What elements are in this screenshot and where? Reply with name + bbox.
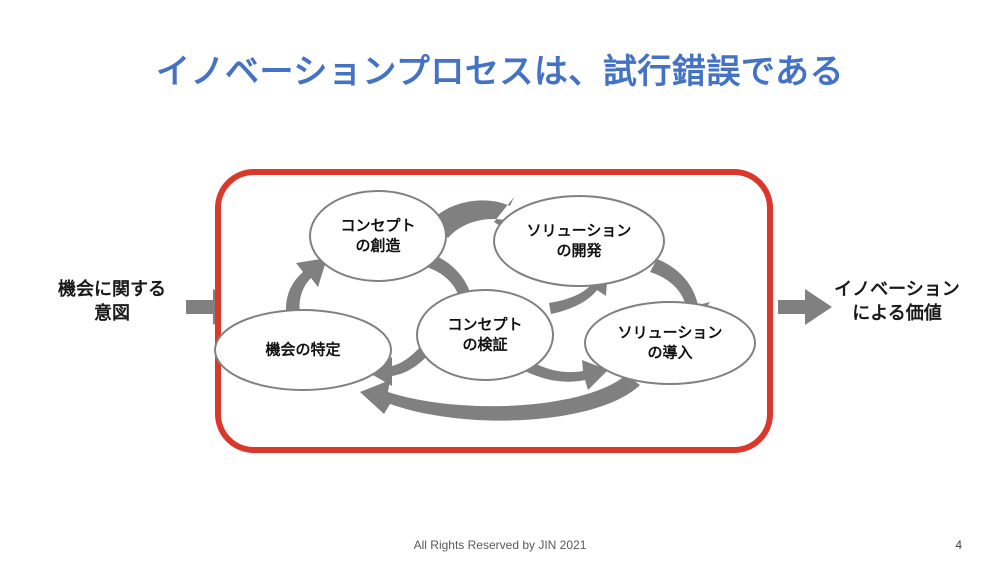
arrow-create-to-validate xyxy=(426,255,484,322)
page-title: イノベーションプロセスは、試行錯誤である xyxy=(156,53,844,91)
page-number: 4 xyxy=(955,538,962,552)
node-line-1: コンセプト xyxy=(447,316,523,334)
node-label-concept-creation: コンセプト の創造 xyxy=(340,217,415,256)
arrow-feedback-loop xyxy=(360,375,640,421)
node-line-2: の開発 xyxy=(556,242,602,259)
node-line-1: ソリューション xyxy=(617,324,723,342)
node-label-solution-development: ソリューション の開発 xyxy=(527,222,632,261)
node-line-2: の創造 xyxy=(355,237,401,254)
output-label-line-2: による価値 xyxy=(852,303,942,324)
node-line-2: の検証 xyxy=(462,336,508,353)
arrow-validate-to-implement xyxy=(525,360,608,390)
arrow-validate-to-identify xyxy=(366,347,428,386)
node-label-solution-implementation: ソリューション の導入 xyxy=(618,324,723,363)
input-label-line-2: 意図 xyxy=(94,303,130,324)
node-line-1: 機会の特定 xyxy=(265,341,341,359)
node-line-1: コンセプト xyxy=(340,217,416,235)
footer-copyright: All Rights Reserved by JIN 2021 xyxy=(413,538,587,552)
input-label-line-1: 機会に関する xyxy=(58,279,166,299)
arrow-identify-to-create xyxy=(286,258,327,330)
arrow-validate-to-develop xyxy=(549,268,608,314)
output-label: イノベーション による価値 xyxy=(806,277,988,326)
node-line-1: ソリューション xyxy=(526,222,632,240)
node-label-concept-validation: コンセプト の検証 xyxy=(447,316,522,355)
node-line-2: の導入 xyxy=(647,344,693,361)
output-label-line-1: イノベーション xyxy=(834,279,960,299)
input-label: 機会に関する 意図 xyxy=(28,277,196,326)
process-container-box xyxy=(215,169,773,453)
arrow-develop-to-implement xyxy=(650,259,710,328)
arrow-create-to-develop xyxy=(430,197,518,238)
node-label-opportunity-identification: 機会の特定 xyxy=(265,340,340,360)
